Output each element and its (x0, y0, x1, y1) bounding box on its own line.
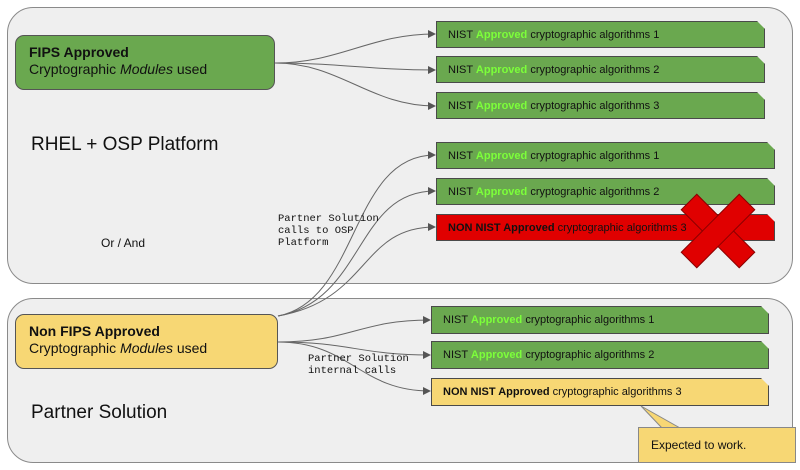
arrow-fips-2 (274, 62, 436, 74)
non-fips-module-title: Non FIPS Approved (29, 323, 160, 339)
arrow-partner-platform-3 (277, 223, 436, 317)
arrow-internal-1 (277, 316, 431, 343)
fips-algo-2: NIST Approved cryptographic algorithms 2 (436, 56, 765, 83)
fips-module-box: FIPS Approved Cryptographic Modules used (15, 35, 275, 90)
arrow-internal-3 (277, 341, 431, 395)
platform-title: RHEL + OSP Platform (31, 134, 219, 155)
arrow-partner-platform-2 (277, 187, 436, 317)
internal-calls-note: Partner Solution internal calls (308, 353, 409, 377)
partner-non-nist-algo: NON NIST Approved cryptographic algorith… (431, 378, 769, 406)
red-x-icon (680, 193, 756, 269)
platform-algo-2: NIST Approved cryptographic algorithms 2 (436, 178, 775, 205)
arrow-fips-1 (274, 30, 436, 64)
partner-algo-1: NIST Approved cryptographic algorithms 1 (431, 306, 769, 334)
arrow-internal-2 (277, 341, 431, 359)
non-fips-module-subtitle: Cryptographic Modules used (29, 340, 208, 356)
arrow-partner-platform-1 (277, 151, 436, 317)
non-fips-module-box: Non FIPS Approved Cryptographic Modules … (15, 314, 278, 369)
partner-algo-2: NIST Approved cryptographic algorithms 2 (431, 341, 769, 369)
expected-callout: Expected to work. (638, 427, 796, 463)
platform-algo-1: NIST Approved cryptographic algorithms 1 (436, 142, 775, 169)
fips-module-subtitle: Cryptographic Modules used (29, 61, 208, 77)
fips-module-title: FIPS Approved (29, 44, 129, 60)
partner-title: Partner Solution (31, 402, 168, 423)
fips-algo-3: NIST Approved cryptographic algorithms 3 (436, 92, 765, 119)
fips-algo-1: NIST Approved cryptographic algorithms 1 (436, 21, 765, 48)
partner-calls-note: Partner Solution calls to OSP Platform (278, 213, 379, 249)
arrow-fips-3 (274, 62, 436, 110)
or-and-label: Or / And (101, 236, 146, 250)
